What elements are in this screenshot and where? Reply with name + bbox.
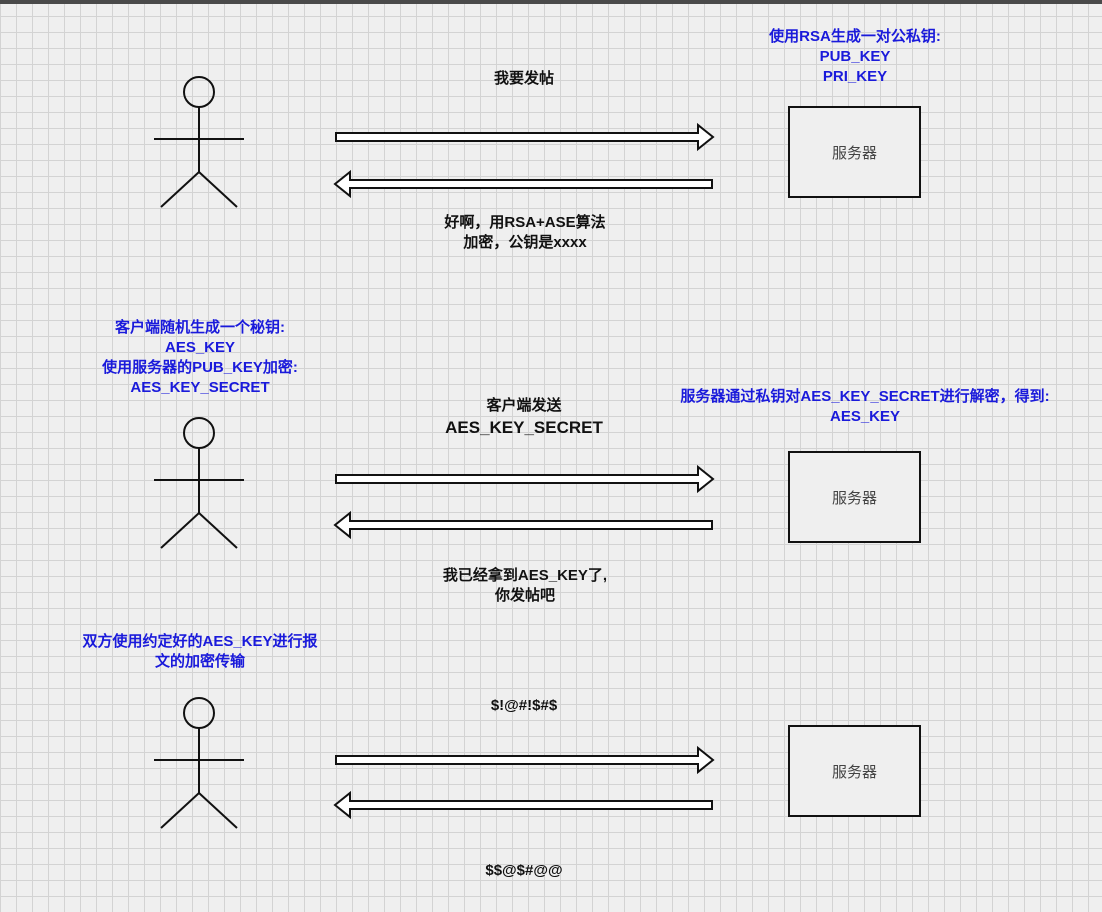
server-label-2: 服务器 xyxy=(832,489,877,507)
request-arrow-2 xyxy=(335,466,714,492)
server-note-2: 服务器通过私钥对AES_KEY_SECRET进行解密，得到: AES_KEY xyxy=(680,388,1050,425)
response-label-2: 我已经拿到AES_KEY了, 你发帖吧 xyxy=(442,567,608,604)
window-top-bar xyxy=(0,0,1102,4)
request-label-1: 我要发帖 xyxy=(493,70,554,87)
request-label-2: 客户端发送 AES_KEY_SECRET xyxy=(445,397,603,437)
response-label-1: 好啊，用RSA+ASE算法 加密，公钥是xxxx xyxy=(444,214,606,251)
response-arrow-2 xyxy=(334,512,713,538)
client-note-3: 双方使用约定好的AES_KEY进行报 文的加密传输 xyxy=(82,633,318,670)
response-arrow-3 xyxy=(334,792,713,818)
client-actor-1 xyxy=(153,76,245,208)
client-note-2: 客户端随机生成一个秘钥: AES_KEY 使用服务器的PUB_KEY加密: AE… xyxy=(102,319,298,396)
server-label-3: 服务器 xyxy=(832,763,877,781)
server-note-1: 使用RSA生成一对公私钥: PUB_KEY PRI_KEY xyxy=(769,28,941,85)
server-box-3: 服务器 xyxy=(788,725,921,817)
request-arrow-3 xyxy=(335,747,714,773)
request-arrow-1 xyxy=(335,124,714,150)
server-box-1: 服务器 xyxy=(788,106,921,198)
client-actor-2 xyxy=(153,417,245,549)
server-label-1: 服务器 xyxy=(832,144,877,162)
response-label-3: $$@$#@@ xyxy=(485,862,563,879)
server-box-2: 服务器 xyxy=(788,451,921,543)
client-actor-3 xyxy=(153,697,245,829)
response-arrow-1 xyxy=(334,171,713,197)
request-label-3: $!@#!$#$ xyxy=(490,697,558,714)
